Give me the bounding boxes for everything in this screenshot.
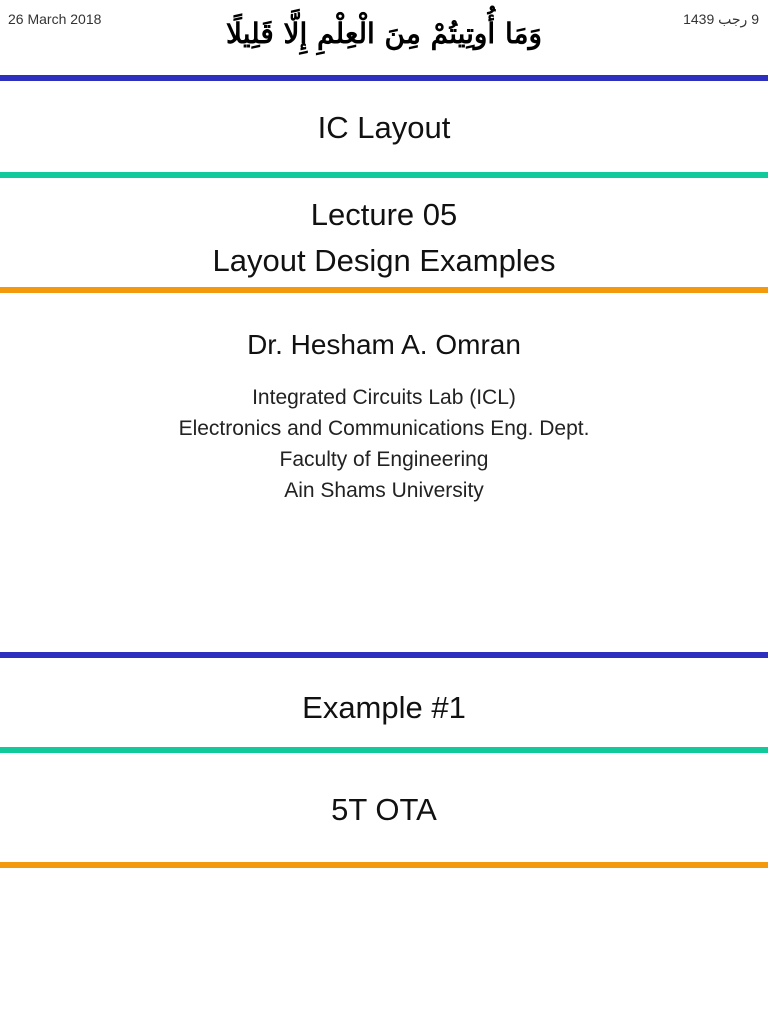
example-title: Example #1 (302, 690, 466, 725)
divider-teal-2 (0, 747, 768, 753)
divider-orange-2 (0, 862, 768, 868)
author-name: Dr. Hesham A. Omran (247, 329, 521, 360)
affiliation-block: Integrated Circuits Lab (ICL) Electronic… (0, 382, 768, 506)
hijri-date: 9 رجب 1439 (683, 11, 759, 27)
affiliation-university: Ain Shams University (284, 479, 484, 502)
course-title: IC Layout (317, 110, 451, 145)
quran-verse-header: وَمَا أُوتِيتُمْ مِنَ الْعِلْمِ إِلَّا ق… (225, 17, 542, 50)
gregorian-date: 26 March 2018 (8, 11, 102, 27)
lecture-title: Layout Design Examples (212, 243, 556, 278)
lecture-number: Lecture 05 (310, 197, 458, 232)
lecture-heading: Lecture 05 Layout Design Examples (0, 192, 768, 284)
example-subject: 5T OTA (331, 792, 437, 827)
affiliation-faculty: Faculty of Engineering (279, 448, 489, 471)
divider-orange-1 (0, 287, 768, 293)
affiliation-lab: Integrated Circuits Lab (ICL) (252, 386, 516, 409)
affiliation-department: Electronics and Communications Eng. Dept… (178, 417, 590, 440)
divider-blue-top (0, 75, 768, 81)
divider-teal-1 (0, 172, 768, 178)
divider-blue-2 (0, 652, 768, 658)
